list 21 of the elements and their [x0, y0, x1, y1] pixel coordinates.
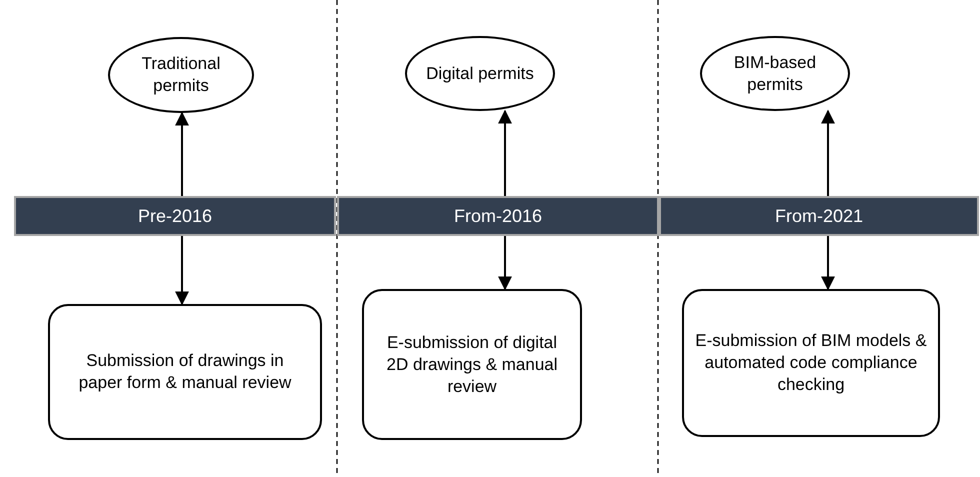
node-text: Submission of drawings in paper form & manual review [78, 350, 292, 394]
rounded-box [362, 289, 582, 440]
arrow [498, 110, 512, 196]
node-text: E-submission of digital 2D drawings & manual review [385, 332, 559, 398]
arrow [498, 236, 512, 290]
node-text: Digital permits [425, 62, 535, 84]
rounded-box [48, 304, 322, 440]
timeline-bar [659, 196, 979, 236]
arrow [821, 110, 835, 196]
node-text: BIM-based permits [732, 52, 818, 96]
period-label: From-2021 [774, 205, 864, 227]
arrow [175, 112, 189, 196]
arrow [175, 236, 189, 306]
period-label: Pre-2016 [138, 205, 212, 227]
node-text: Traditional permits [140, 53, 222, 97]
timeline-bar [14, 196, 336, 236]
rounded-box [682, 289, 940, 437]
node-text: E-submission of BIM models & automated code compliance checking [694, 330, 928, 396]
timeline-bar [337, 196, 659, 236]
arrow [821, 236, 835, 290]
period-label: From-2016 [454, 205, 542, 227]
